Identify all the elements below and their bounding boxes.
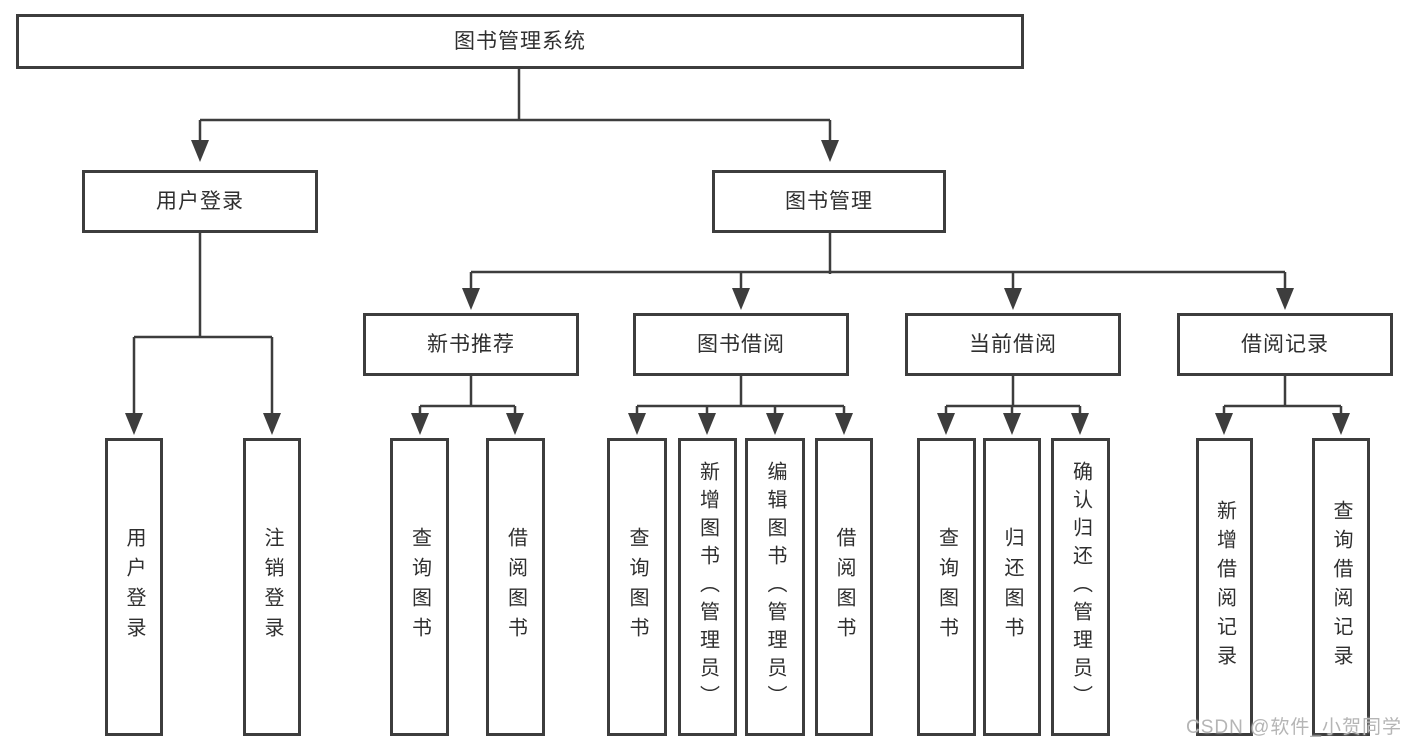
node-book-management: 图书管理: [712, 170, 946, 233]
leaf-query-book-recommend: 查询图书: [390, 438, 449, 736]
node-user-login: 用户登录: [82, 170, 318, 233]
leaf-logout: 注销登录: [243, 438, 301, 736]
leaf-query-book-current: 查询图书: [917, 438, 976, 736]
node-root: 图书管理系统: [16, 14, 1024, 69]
watermark-text: CSDN @软件_小贺同学: [1186, 717, 1402, 738]
leaf-add-borrow-record: 新增借阅记录: [1196, 438, 1253, 736]
leaf-query-borrow-record: 查询借阅记录: [1312, 438, 1370, 736]
node-borrowing-records: 借阅记录: [1177, 313, 1393, 376]
node-new-book-recommend: 新书推荐: [363, 313, 579, 376]
leaf-query-book-borrowing: 查询图书: [607, 438, 667, 736]
leaf-borrow-book-recommend: 借阅图书: [486, 438, 545, 736]
leaf-add-book-admin: 新增图书（管理员）: [678, 438, 737, 736]
leaf-confirm-return-admin: 确认归还（管理员）: [1051, 438, 1110, 736]
leaf-edit-book-admin: 编辑图书（管理员）: [745, 438, 805, 736]
leaf-user-login: 用户登录: [105, 438, 163, 736]
leaf-borrow-book-borrowing: 借阅图书: [815, 438, 873, 736]
node-current-borrowing: 当前借阅: [905, 313, 1121, 376]
leaf-return-book: 归还图书: [983, 438, 1041, 736]
node-book-borrowing: 图书借阅: [633, 313, 849, 376]
